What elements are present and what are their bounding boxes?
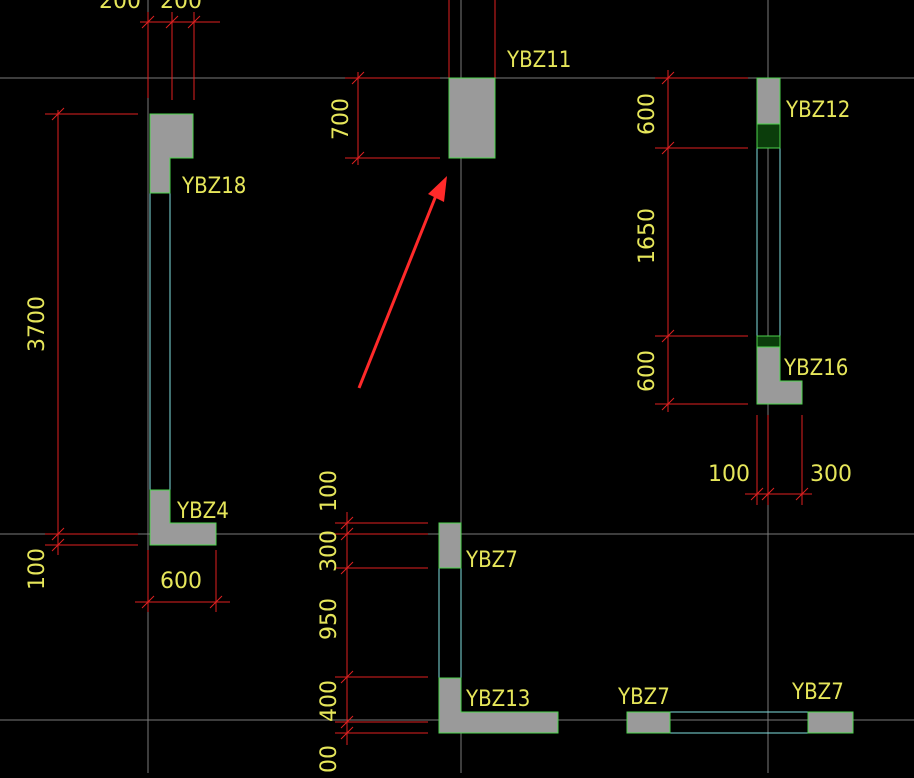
dim-text-100-mid: 100 (317, 470, 342, 512)
label-ybz7-c: YBZ7 (791, 680, 844, 705)
tick (165, 15, 179, 29)
column-ybz16[interactable] (756, 346, 803, 405)
tick (51, 538, 65, 552)
tick (340, 715, 354, 729)
wall-outlines (149, 148, 808, 734)
column-ybz13[interactable] (438, 677, 559, 734)
column-ybz7-a[interactable] (438, 522, 462, 569)
tick (661, 141, 675, 155)
wall-columns (149, 77, 854, 734)
tick (209, 595, 223, 609)
tick (661, 397, 675, 411)
dim-text-00-cut: 00 (317, 745, 342, 773)
dim-text-300-right: 300 (810, 462, 852, 487)
label-ybz7-b: YBZ7 (617, 685, 670, 710)
tick (750, 487, 764, 501)
label-ybz16: YBZ16 (783, 356, 848, 381)
tick (141, 595, 155, 609)
dim-text-100-right: 100 (708, 462, 750, 487)
column-ybz12-hatch (756, 123, 781, 149)
dim-text-600-bottom: 600 (160, 569, 202, 594)
column-ybz7-c[interactable] (807, 711, 854, 734)
dim-text-600-lower: 600 (635, 350, 660, 392)
dim-text-700: 700 (329, 98, 354, 140)
column-ybz7-b[interactable] (626, 711, 671, 734)
tick (351, 71, 365, 85)
tick (187, 15, 201, 29)
tick (51, 107, 65, 121)
column-ybz16-hatch (756, 335, 781, 348)
column-ybz12[interactable] (756, 77, 781, 125)
column-ybz11[interactable] (448, 77, 496, 159)
column-labels: YBZ11 YBZ12 YBZ18 YBZ16 YBZ4 YBZ7 YBZ13 … (176, 48, 850, 712)
tick (351, 151, 365, 165)
column-ybz18[interactable] (149, 113, 194, 194)
dim-text-600-upper: 600 (635, 93, 660, 135)
arrow-shaft (357, 192, 439, 389)
label-ybz11: YBZ11 (506, 48, 571, 73)
dim-text-400: 400 (317, 680, 342, 722)
tick (51, 527, 65, 541)
tick (795, 487, 809, 501)
label-ybz7-a: YBZ7 (465, 548, 518, 573)
column-ybz4[interactable] (149, 489, 217, 546)
tick (761, 487, 775, 501)
tick (340, 726, 354, 740)
dimension-lines (45, 0, 812, 745)
tick (340, 516, 354, 530)
dim-text-300-mid: 300 (317, 530, 342, 572)
arrow-head-icon (428, 176, 447, 202)
dim-text-200-a: 200 (99, 0, 141, 14)
tick (661, 329, 675, 343)
red-arrow-annotation (357, 176, 447, 389)
dim-text-1650: 1650 (635, 208, 660, 264)
label-ybz4: YBZ4 (176, 499, 229, 524)
dim-text-3700: 3700 (25, 296, 50, 352)
tick (661, 71, 675, 85)
tick (340, 670, 354, 684)
label-ybz13: YBZ13 (465, 687, 530, 712)
dim-text-950: 950 (317, 598, 342, 640)
dimension-labels: 200 200 3700 100 600 700 600 1650 600 10… (25, 0, 852, 773)
tick (141, 15, 155, 29)
label-ybz18: YBZ18 (181, 174, 246, 199)
dim-text-200-b: 200 (160, 0, 202, 14)
label-ybz12: YBZ12 (785, 98, 850, 123)
tick (340, 527, 354, 541)
dim-text-100-left: 100 (25, 548, 50, 590)
tick (340, 561, 354, 575)
